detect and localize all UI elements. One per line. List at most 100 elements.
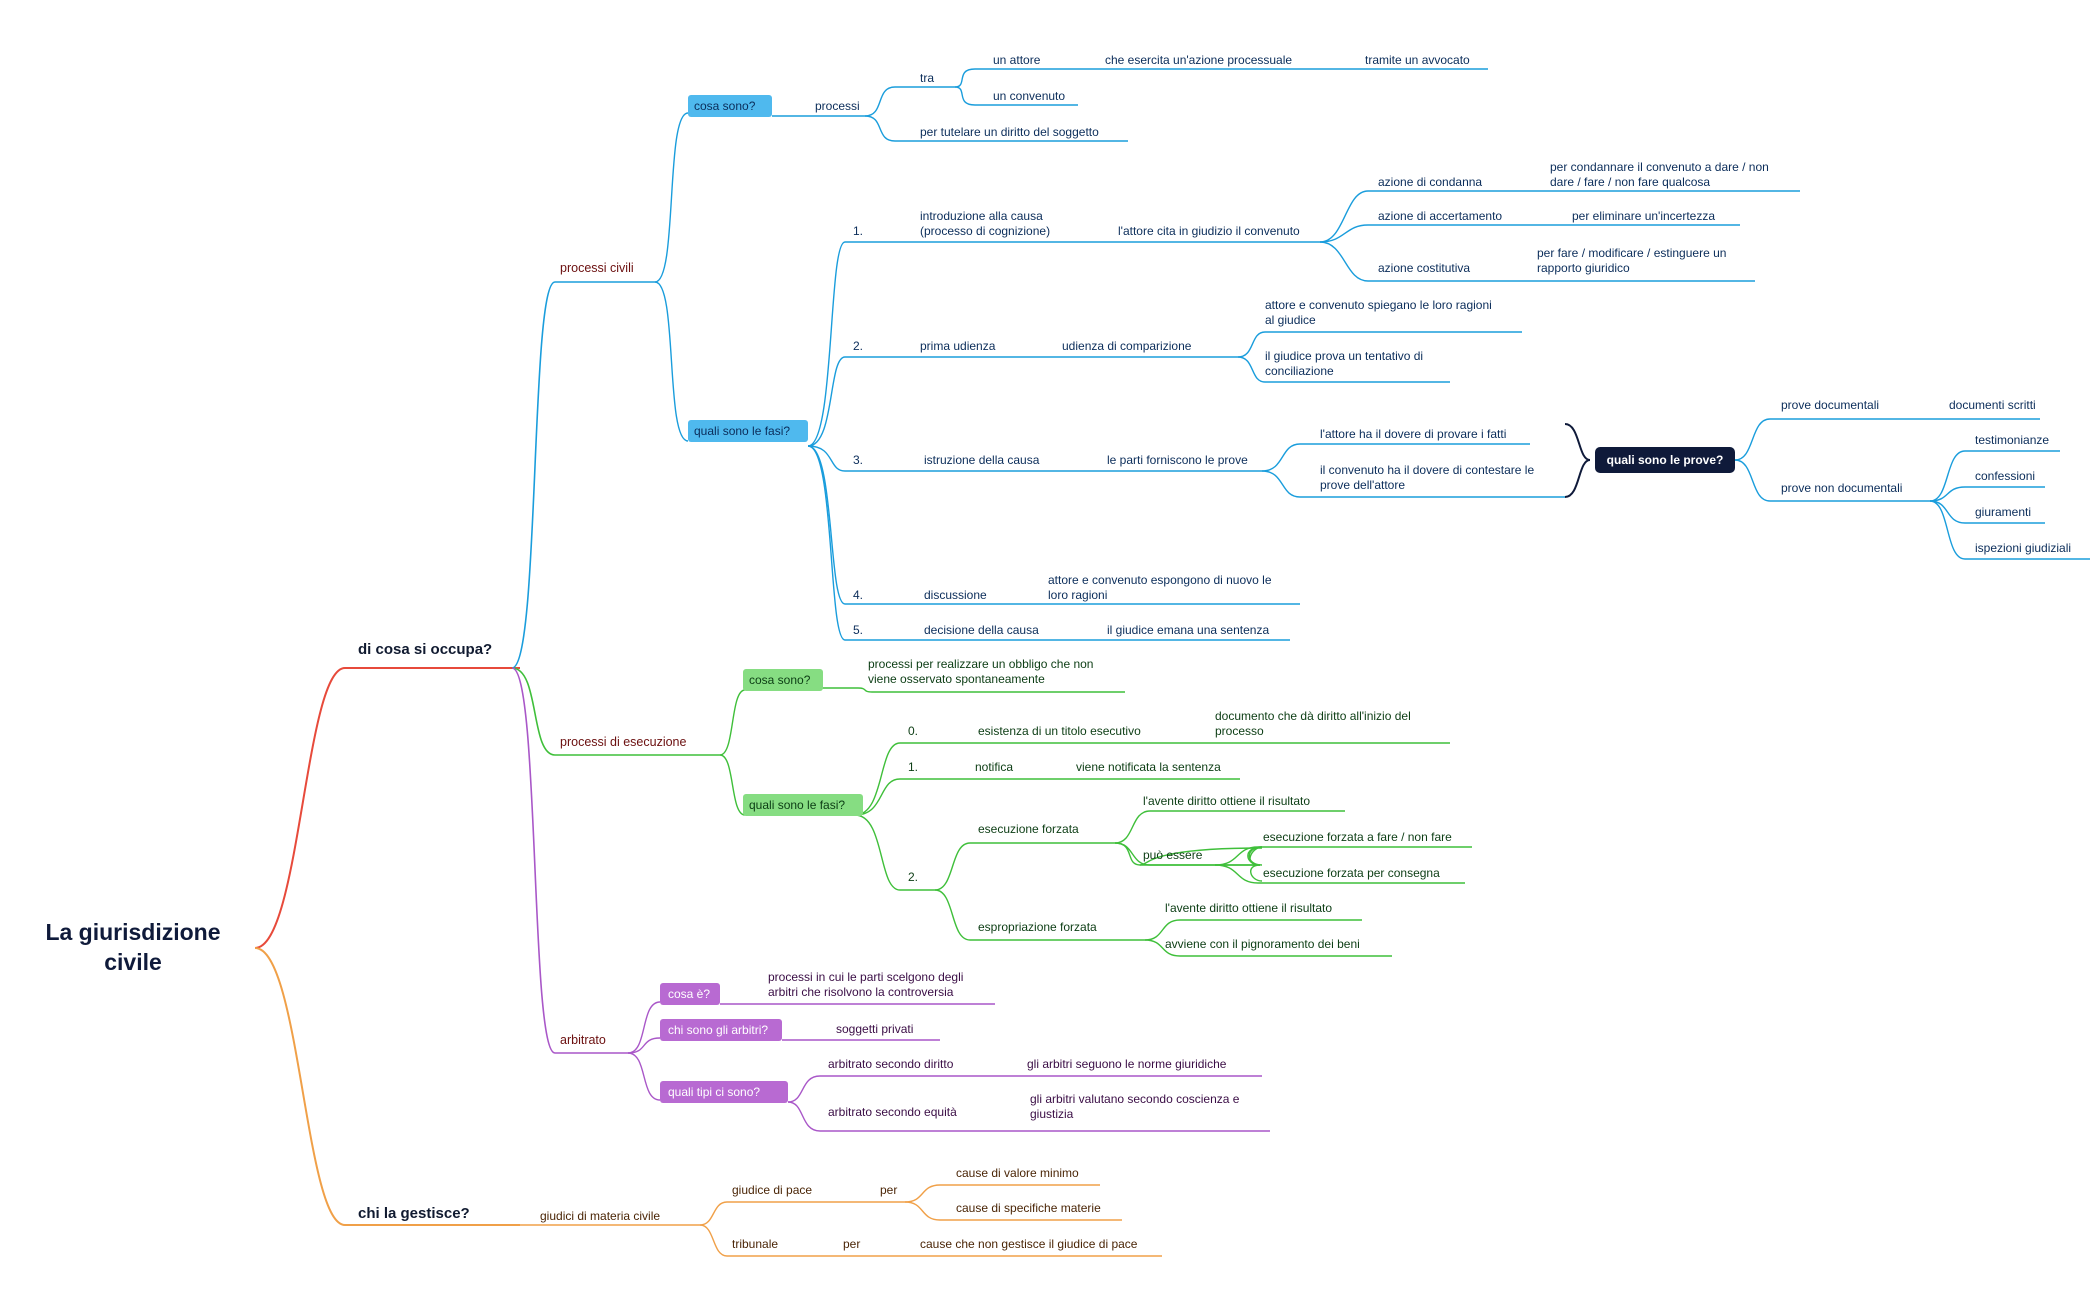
node-espongono-line1[interactable]: attore e convenuto espongono di nuovo le [1048,573,1272,587]
node-giudici-materia-civile[interactable]: giudici di materia civile [540,1209,660,1223]
step-2-number-esecuzione: 2. [908,870,918,884]
node-condanna-desc-line2[interactable]: dare / fare / non fare qualcosa [1550,175,1710,189]
node-giudice-di-pace[interactable]: giudice di pace [732,1183,812,1197]
node-dovere-provare[interactable]: l'attore ha il dovere di provare i fatti [1320,427,1506,441]
node-specifiche-materie[interactable]: cause di specifiche materie [956,1201,1101,1215]
branch-processi-civili[interactable]: processi civili [560,261,634,275]
step-3-number: 3. [853,453,863,467]
node-costitutiva-desc-line2[interactable]: rapporto giuridico [1537,261,1630,275]
tag-cosa-sono-esecuzione[interactable] [743,669,823,691]
node-emana-sentenza[interactable]: il giudice emana una sentenza [1107,623,1269,637]
node-introduzione-line2[interactable]: (processo di cognizione) [920,224,1050,238]
node-obbligo-line2[interactable]: viene osservato spontaneamente [868,672,1045,686]
node-arbitri-scelti-line1[interactable]: processi in cui le parti scelgono degli [768,970,963,984]
node-discussione[interactable]: discussione [924,588,987,602]
node-tra[interactable]: tra [920,71,934,85]
node-titolo-esecutivo[interactable]: esistenza di un titolo esecutivo [978,724,1141,738]
branch-processi-esecuzione[interactable]: processi di esecuzione [560,735,687,749]
tag-cosa-sono-civili[interactable] [688,95,772,117]
node-obbligo-line1[interactable]: processi per realizzare un obbligo che n… [868,657,1093,671]
node-azione-accertamento[interactable]: azione di accertamento [1378,209,1502,223]
node-testimonianze[interactable]: testimonianze [1975,433,2049,447]
node-tentativo-line1[interactable]: il giudice prova un tentativo di [1265,349,1423,363]
tag-chi-sono-arbitri-label: chi sono gli arbitri? [668,1023,768,1037]
node-azione-processuale[interactable]: che esercita un'azione processuale [1105,53,1292,67]
node-espropriazione-forzata[interactable]: espropriazione forzata [978,920,1097,934]
node-costitutiva-desc-line1[interactable]: per fare / modificare / estinguere un [1537,246,1726,260]
node-espongono-line2[interactable]: loro ragioni [1048,588,1107,602]
node-per-2[interactable]: per [843,1237,860,1251]
tag-cosa-e[interactable] [660,983,720,1005]
node-prima-udienza[interactable]: prima udienza [920,339,996,353]
node-ottiene-risultato-2[interactable]: l'avente diritto ottiene il risultato [1165,901,1332,915]
node-per-1[interactable]: per [880,1183,897,1197]
node-prove-documentali[interactable]: prove documentali [1781,398,1879,412]
node-arbitri-scelti-line2[interactable]: arbitri che risolvono la controversia [768,985,954,999]
step-0-number: 0. [908,724,918,738]
topic-di-cosa-si-occupa[interactable]: di cosa si occupa? [358,641,492,658]
node-azione-costitutiva[interactable]: azione costitutiva [1378,261,1470,275]
step-5-number: 5. [853,623,863,637]
branch-arbitrato[interactable]: arbitrato [560,1033,606,1047]
node-coscienza-line1[interactable]: gli arbitri valutano secondo coscienza e [1030,1092,1240,1106]
node-cita-giudizio[interactable]: l'attore cita in giudizio il convenuto [1118,224,1300,238]
node-soggetti-privati[interactable]: soggetti privati [836,1022,913,1036]
box-quali-sono-prove[interactable] [1595,447,1735,473]
root-connectors [254,667,520,1226]
node-coscienza-line2[interactable]: giustizia [1030,1107,1074,1121]
tag-fasi-esecuzione[interactable] [743,794,863,816]
node-un-attore[interactable]: un attore [993,53,1041,67]
node-ispezioni[interactable]: ispezioni giudiziali [1975,541,2071,555]
node-puo-essere[interactable]: può essere [1143,848,1203,862]
node-valore-minimo[interactable]: cause di valore minimo [956,1166,1079,1180]
node-udienza-comparizione[interactable]: udienza di comparizione [1062,339,1192,353]
tag-fasi-civili-label: quali sono le fasi? [694,424,790,438]
node-documenti-scritti[interactable]: documenti scritti [1949,398,2036,412]
node-forzata-consegna[interactable]: esecuzione forzata per consegna [1263,866,1440,880]
node-tribunale[interactable]: tribunale [732,1237,778,1251]
node-confessioni[interactable]: confessioni [1975,469,2035,483]
node-non-gestisce-pace[interactable]: cause che non gestisce il giudice di pac… [920,1237,1138,1251]
node-tentativo-line2[interactable]: conciliazione [1265,364,1334,378]
node-secondo-diritto[interactable]: arbitrato secondo diritto [828,1057,954,1071]
step-1-number-esecuzione: 1. [908,760,918,774]
node-spiegano-line1[interactable]: attore e convenuto spiegano le loro ragi… [1265,298,1492,312]
node-tramite-avvocato[interactable]: tramite un avvocato [1365,53,1470,67]
node-pignoramento[interactable]: avviene con il pignoramento dei beni [1165,937,1360,951]
node-forzata-fare[interactable]: esecuzione forzata a fare / non fare [1263,830,1452,844]
node-notificata-sentenza[interactable]: viene notificata la sentenza [1076,760,1221,774]
node-spiegano-line2[interactable]: al giudice [1265,313,1316,327]
node-ottiene-risultato-1[interactable]: l'avente diritto ottiene il risultato [1143,794,1310,808]
node-giuramenti[interactable]: giuramenti [1975,505,2031,519]
node-tutelare-diritto[interactable]: per tutelare un diritto del soggetto [920,125,1099,139]
node-notifica[interactable]: notifica [975,760,1013,774]
node-norme-giuridiche[interactable]: gli arbitri seguono le norme giuridiche [1027,1057,1227,1071]
node-decisione-causa[interactable]: decisione della causa [924,623,1039,637]
tag-quali-tipi[interactable] [660,1081,788,1103]
node-forniscono-prove[interactable]: le parti forniscono le prove [1107,453,1248,467]
topic-chi-la-gestisce[interactable]: chi la gestisce? [358,1205,470,1222]
node-un-convenuto[interactable]: un convenuto [993,89,1065,103]
tag-fasi-civili[interactable] [688,420,808,442]
tag-cosa-sono-civili-label: cosa sono? [694,99,756,113]
node-esecuzione-forzata[interactable]: esecuzione forzata [978,822,1079,836]
tag-chi-sono-arbitri[interactable] [660,1019,782,1041]
node-introduzione-line1[interactable]: introduzione alla causa [920,209,1043,223]
node-istruzione-causa[interactable]: istruzione della causa [924,453,1040,467]
node-condanna-desc-line1[interactable]: per condannare il convenuto a dare / non [1550,160,1769,174]
node-contestare-line2[interactable]: prove dell'attore [1320,478,1405,492]
box-quali-sono-prove-label: quali sono le prove? [1607,453,1724,467]
node-secondo-equita[interactable]: arbitrato secondo equità [828,1105,957,1119]
tag-fasi-esecuzione-label: quali sono le fasi? [749,798,845,812]
node-documento-line1[interactable]: documento che dà diritto all'inizio del [1215,709,1411,723]
node-azione-condanna[interactable]: azione di condanna [1378,175,1482,189]
node-accertamento-desc[interactable]: per eliminare un'incertezza [1572,209,1715,223]
tag-cosa-sono-esecuzione-label: cosa sono? [749,673,811,687]
node-documento-line2[interactable]: processo [1215,724,1264,738]
brace [1564,423,1591,498]
node-prove-non-documentali[interactable]: prove non documentali [1781,481,1902,495]
step-1-number: 1. [853,224,863,238]
node-processi[interactable]: processi [815,99,860,113]
node-contestare-line1[interactable]: il convenuto ha il dovere di contestare … [1320,463,1534,477]
